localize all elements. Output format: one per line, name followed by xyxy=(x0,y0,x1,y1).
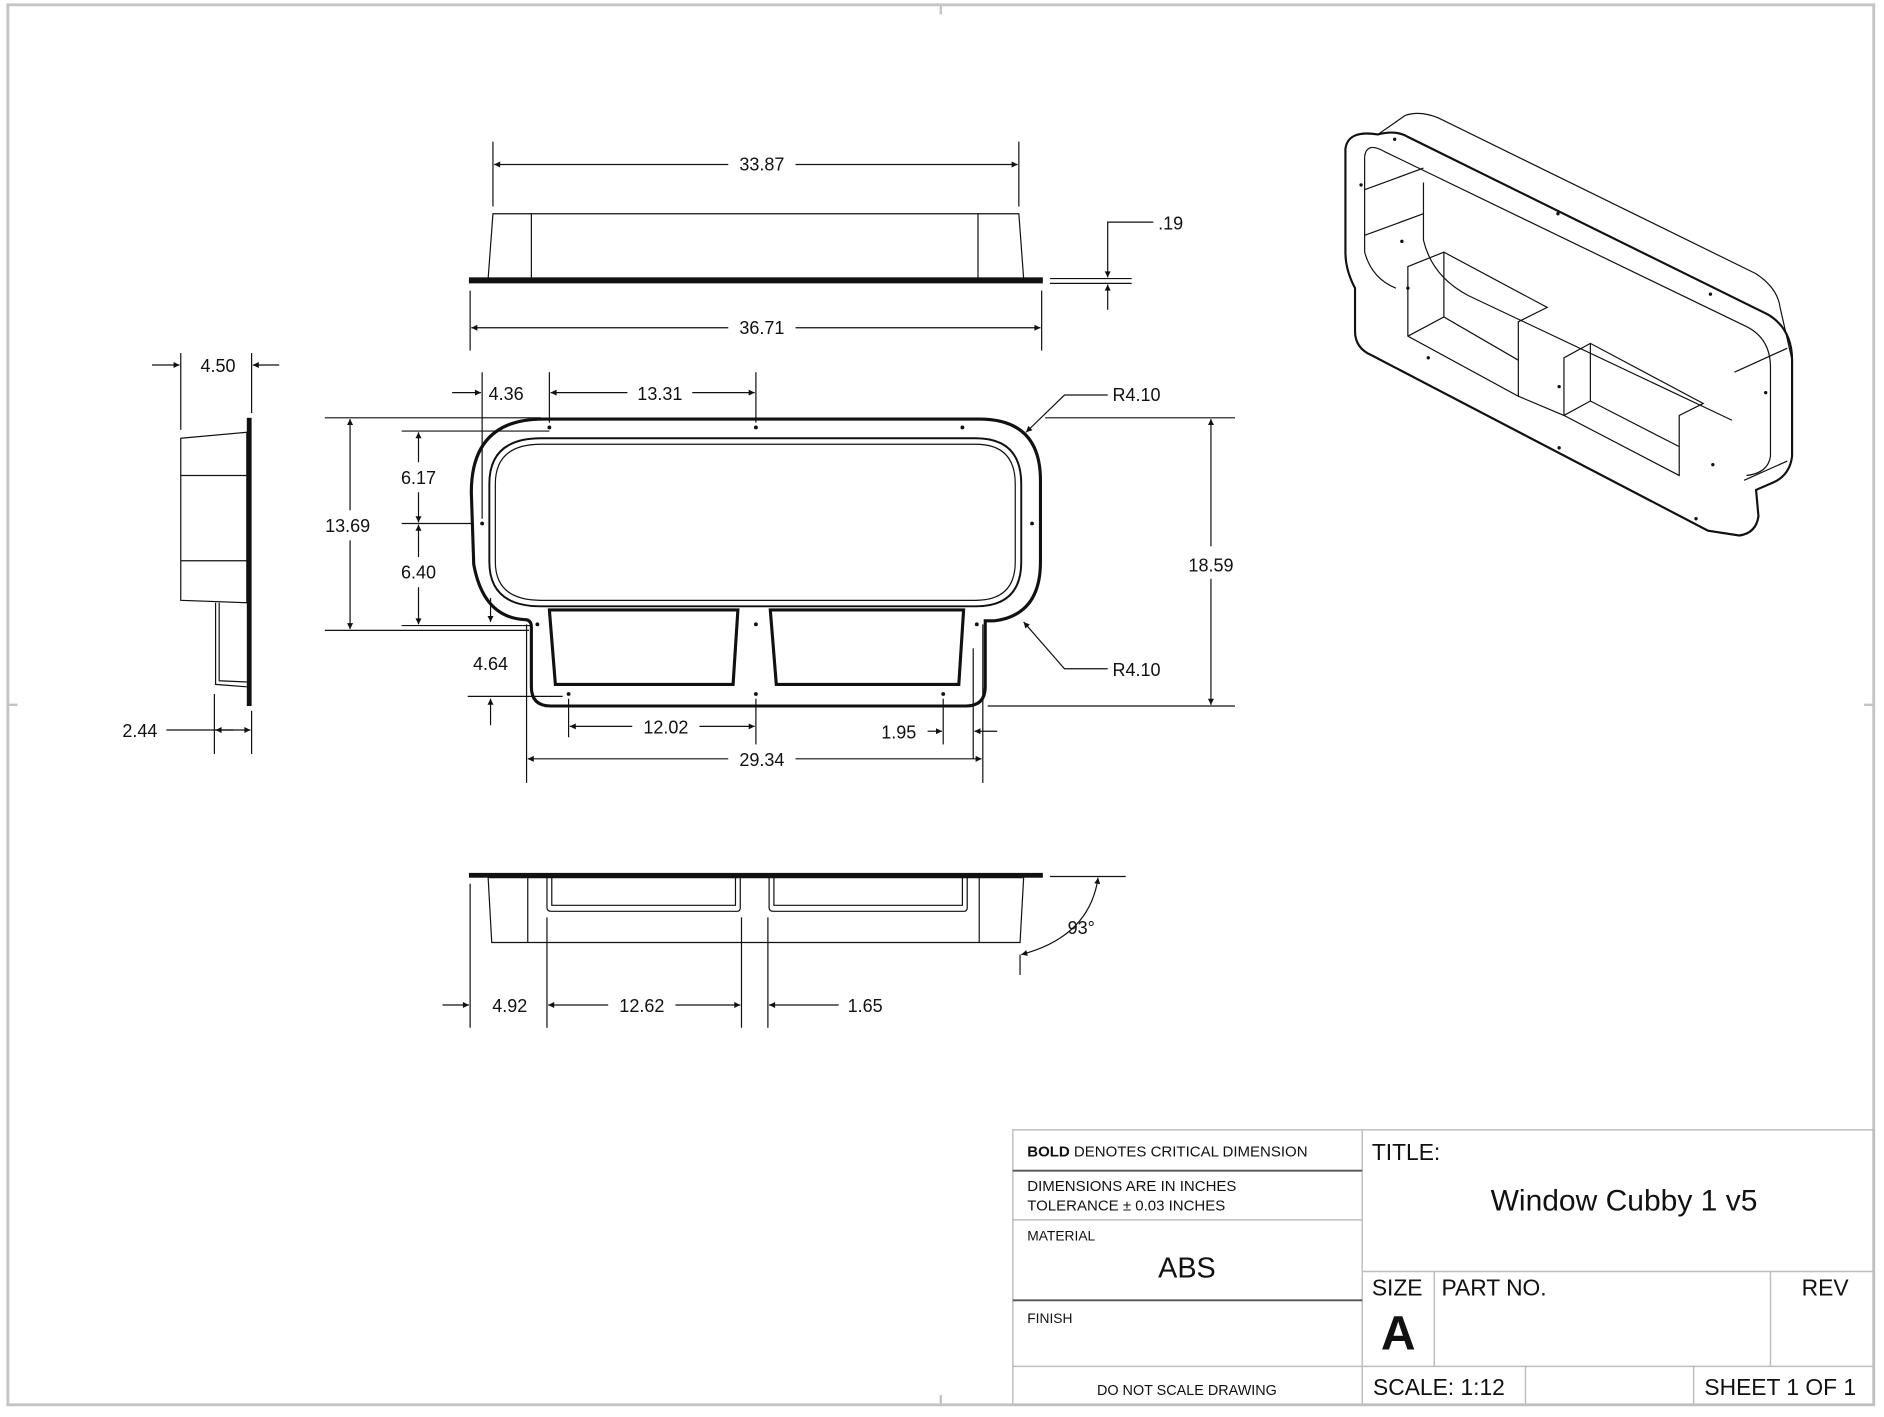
dim-hole-pitch-bottom: 12.02 xyxy=(643,718,688,738)
dim-hole-offset-x: 4.36 xyxy=(489,384,524,404)
front-view: 4.36 13.31 13.69 6.17 6.40 4.64 R4.10 R4… xyxy=(324,372,1235,783)
critical-dimension-note: BOLD DENOTES CRITICAL DIMENSION xyxy=(1027,1143,1307,1160)
bottom-view: 93° 4.92 12.62 1.65 xyxy=(442,872,1126,1028)
dim-side-depth: 4.50 xyxy=(200,356,235,376)
title-label: TITLE: xyxy=(1372,1139,1440,1165)
finish-label: FINISH xyxy=(1027,1311,1072,1326)
dim-upper-height: 13.69 xyxy=(325,516,370,536)
dim-divider: 1.65 xyxy=(848,996,883,1016)
isometric-view xyxy=(1344,112,1794,537)
dim-draft-angle: 93° xyxy=(1068,918,1095,938)
do-not-scale-note: DO NOT SCALE DRAWING xyxy=(1097,1383,1277,1399)
dim-radius-bottom: R4.10 xyxy=(1112,660,1160,680)
dim-top-overall: 33.87 xyxy=(739,154,784,174)
title-block: BOLD DENOTES CRITICAL DIMENSION DIMENSIO… xyxy=(1012,1129,1875,1406)
dim-bottom-offset: 4.92 xyxy=(492,996,527,1016)
dim-lower-width: 29.34 xyxy=(739,750,784,770)
material-label: MATERIAL xyxy=(1027,1228,1095,1243)
dim-hole-pitch-top: 13.31 xyxy=(637,384,682,404)
sheet-border xyxy=(6,3,1876,1407)
dim-overall-height: 18.59 xyxy=(1188,556,1233,576)
dim-flange-width: 36.71 xyxy=(739,318,784,338)
dim-hole-upper: 6.17 xyxy=(401,468,436,488)
dim-side-lower-depth: 2.44 xyxy=(122,721,157,741)
dim-lower-step: 4.64 xyxy=(473,654,508,674)
material-value: ABS xyxy=(1158,1253,1216,1285)
side-view: 4.50 2.44 xyxy=(122,352,280,755)
dim-radius-top: R4.10 xyxy=(1112,385,1160,405)
rev-label: REV xyxy=(1802,1275,1850,1301)
dim-hole-lower: 6.40 xyxy=(401,563,436,583)
scale-label: SCALE: 1:12 xyxy=(1373,1374,1505,1400)
drawing-title: Window Cubby 1 v5 xyxy=(1491,1184,1758,1217)
top-view: 33.87 36.71 .19 xyxy=(468,141,1183,351)
dim-flange-thickness: .19 xyxy=(1158,213,1183,233)
part-no-label: PART NO. xyxy=(1441,1275,1546,1301)
sheet-label: SHEET 1 OF 1 xyxy=(1704,1374,1856,1400)
size-label: SIZE xyxy=(1372,1275,1423,1301)
size-value: A xyxy=(1381,1308,1416,1361)
dim-bin-width: 12.62 xyxy=(619,996,664,1016)
dim-hole-edge-bottom: 1.95 xyxy=(881,722,916,742)
units-note: DIMENSIONS ARE IN INCHES xyxy=(1027,1178,1236,1195)
tolerance-note: TOLERANCE ± 0.03 INCHES xyxy=(1027,1197,1225,1214)
